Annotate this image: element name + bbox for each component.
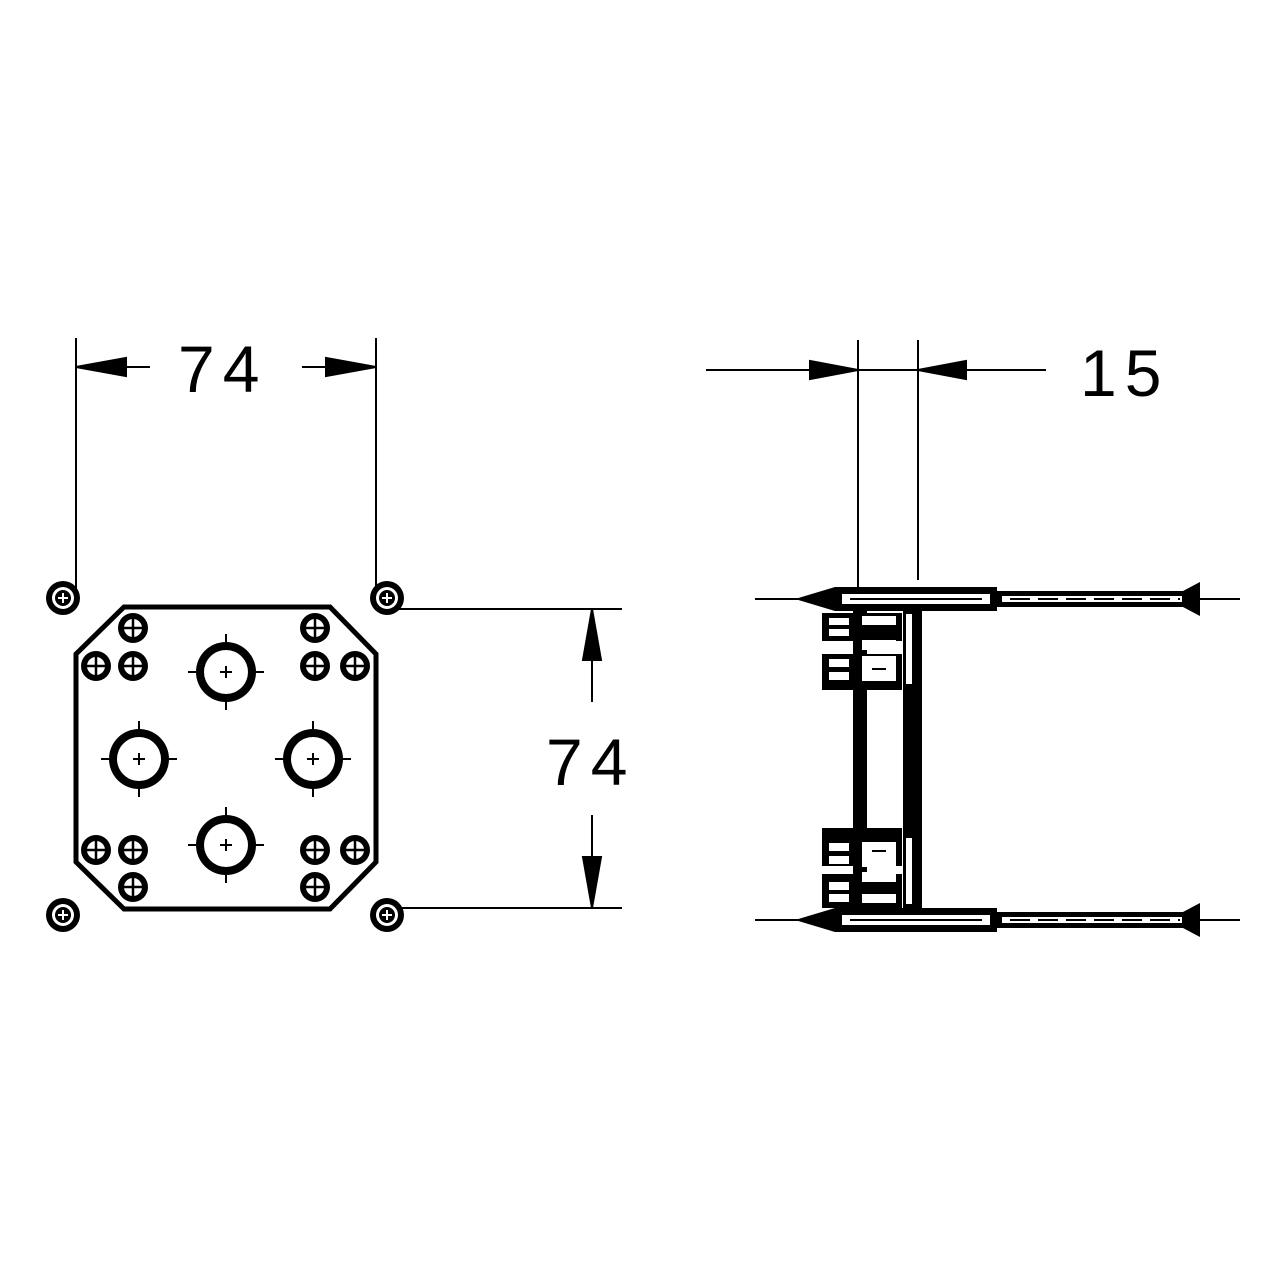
dimension-arrow-icon [809,359,859,381]
side-depth-label: 15 [1080,336,1169,410]
dimension-arrow-icon [325,356,377,378]
height-dimension [380,608,622,909]
mounting-hole-icon [187,806,265,884]
screw-head-icon [369,897,405,933]
mounting-hole-icon [187,633,265,711]
anchor-bolt-top [795,582,1200,616]
front-height-label: 74 [546,725,635,799]
depth-dimension [706,340,1046,590]
width-dimension [75,338,377,590]
mounting-hole-icon [100,720,178,798]
screw-head-icon [45,897,81,933]
side-view: 15 [706,336,1240,937]
mounting-hole-icon [274,720,352,798]
front-width-label: 74 [178,332,267,406]
nut-blocks-top [822,613,902,690]
screw-head-icon [369,580,405,616]
front-view: 74 74 [45,332,635,933]
dimension-arrow-icon [581,856,603,909]
dimension-arrow-icon [581,608,603,661]
mounting-plate [73,604,379,912]
anchor-bolt-bottom [795,903,1200,937]
dimension-arrow-icon [75,356,127,378]
screw-head-icon [45,580,81,616]
nut-blocks-bottom [822,828,902,908]
dimension-arrow-icon [917,359,967,381]
